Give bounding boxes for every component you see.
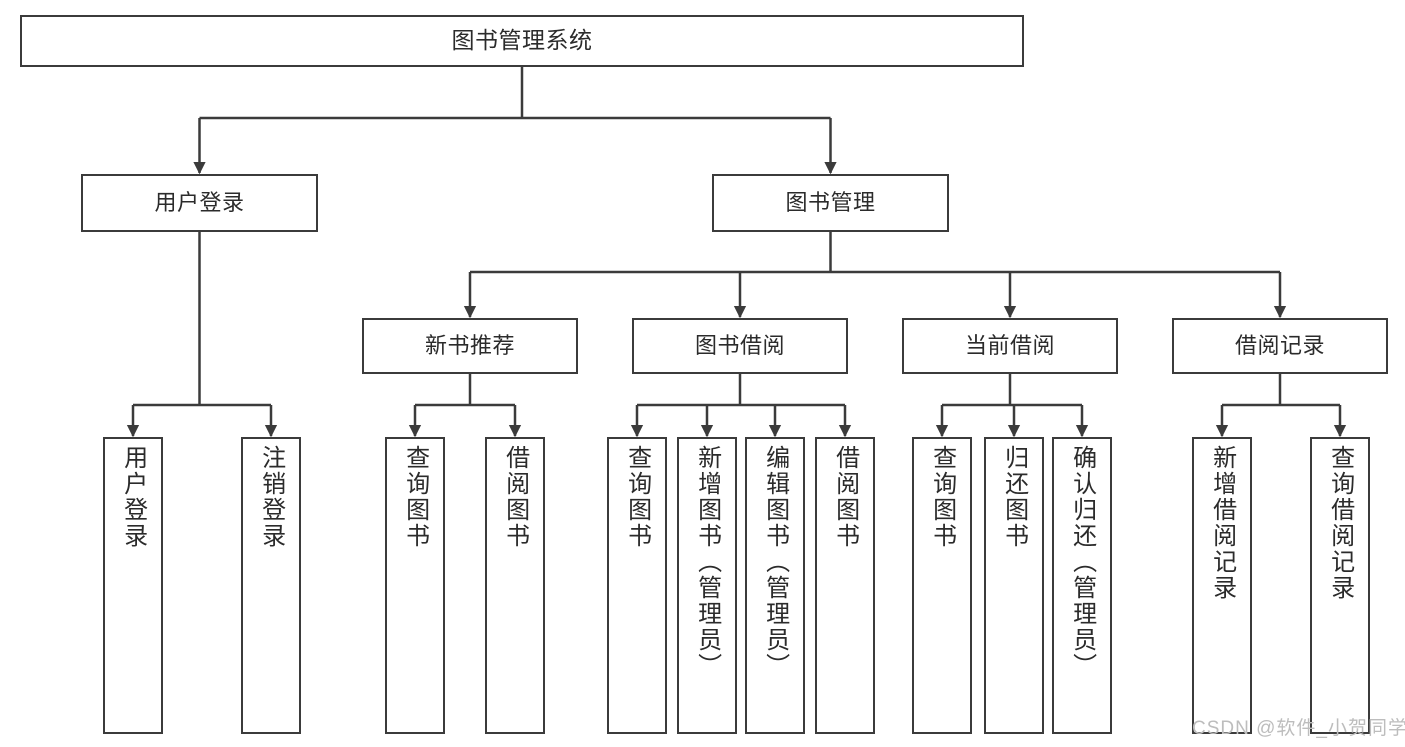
node-label: 当前借阅	[964, 333, 1055, 359]
node-label: 新书推荐	[424, 333, 515, 359]
node-label: 用户登录	[119, 445, 147, 549]
node-login[interactable]: 用户登录	[81, 174, 318, 232]
connector-lines	[126, 67, 1347, 438]
node-leaf-1[interactable]: 用户登录	[103, 437, 163, 734]
node-label: 图书借阅	[694, 333, 785, 359]
node-label: 归还图书	[1000, 445, 1028, 549]
node-leaf-9[interactable]: 查询图书	[912, 437, 972, 734]
node-borrow[interactable]: 图书借阅	[632, 318, 848, 374]
node-label: 查询图书	[623, 445, 651, 549]
node-current[interactable]: 当前借阅	[902, 318, 1118, 374]
node-leaf-7[interactable]: 编辑图书（管理员）	[745, 437, 805, 734]
node-leaf-6[interactable]: 新增图书（管理员）	[677, 437, 737, 734]
node-label: 查询借阅记录	[1326, 445, 1354, 601]
node-leaf-3[interactable]: 查询图书	[385, 437, 445, 734]
node-root[interactable]: 图书管理系统	[20, 15, 1024, 67]
node-leaf-10[interactable]: 归还图书	[984, 437, 1044, 734]
node-leaf-12[interactable]: 新增借阅记录	[1192, 437, 1252, 734]
node-label: 确认归还（管理员）	[1068, 445, 1096, 679]
node-label: 新增图书（管理员）	[693, 445, 721, 679]
node-label: 图书管理系统	[451, 27, 593, 54]
node-leaf-5[interactable]: 查询图书	[607, 437, 667, 734]
node-label: 新增借阅记录	[1208, 445, 1236, 601]
node-label: 借阅记录	[1234, 333, 1325, 359]
node-bookmgmt[interactable]: 图书管理	[712, 174, 949, 232]
node-leaf-8[interactable]: 借阅图书	[815, 437, 875, 734]
node-label: 注销登录	[257, 445, 285, 549]
node-label: 借阅图书	[831, 445, 859, 549]
node-label: 查询图书	[401, 445, 429, 549]
node-label: 图书管理	[785, 190, 876, 216]
watermark-text: CSDN @软件_小贺同学	[1192, 718, 1405, 739]
node-label: 借阅图书	[501, 445, 529, 549]
node-leaf-13[interactable]: 查询借阅记录	[1310, 437, 1370, 734]
node-records[interactable]: 借阅记录	[1172, 318, 1388, 374]
node-leaf-2[interactable]: 注销登录	[241, 437, 301, 734]
node-label: 查询图书	[928, 445, 956, 549]
node-newbook[interactable]: 新书推荐	[362, 318, 578, 374]
node-label: 用户登录	[154, 190, 245, 216]
node-leaf-11[interactable]: 确认归还（管理员）	[1052, 437, 1112, 734]
node-leaf-4[interactable]: 借阅图书	[485, 437, 545, 734]
node-label: 编辑图书（管理员）	[761, 445, 789, 679]
